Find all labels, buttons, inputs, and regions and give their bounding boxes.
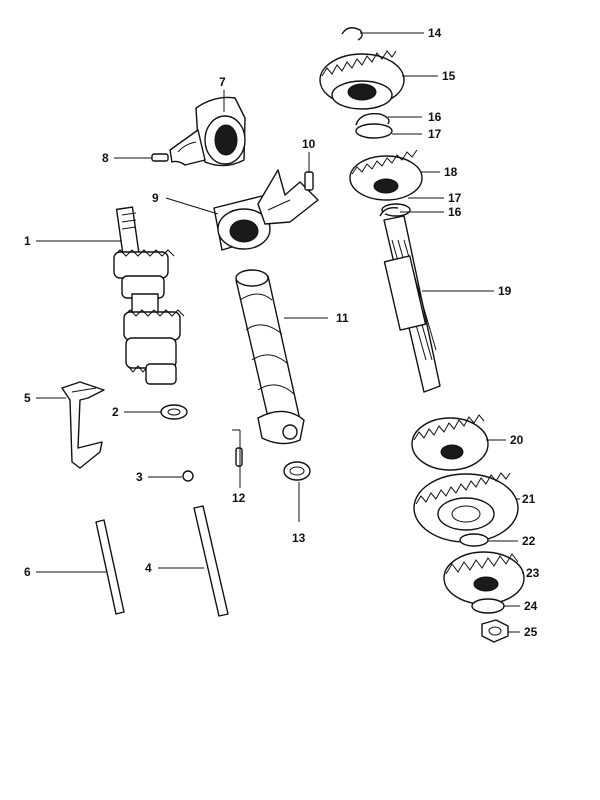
callout-labels: 1 2 3 4 5 6 7 8 9 10 11 12 13 14 15 16 1… xyxy=(24,26,540,639)
part-rod-6 xyxy=(95,519,125,615)
callout-1: 1 xyxy=(24,234,31,248)
part-rod-4 xyxy=(193,505,229,617)
callout-14: 14 xyxy=(428,26,442,40)
callout-6: 6 xyxy=(24,565,31,579)
part-circlip-14 xyxy=(341,27,363,41)
callout-21: 21 xyxy=(522,492,536,506)
callout-24: 24 xyxy=(524,599,538,613)
callout-22: 22 xyxy=(522,534,536,548)
part-gear-21 xyxy=(413,472,519,543)
part-clip-16-bottom xyxy=(379,206,399,217)
callout-25: 25 xyxy=(524,625,538,639)
part-shift-fork-7 xyxy=(169,96,246,167)
part-pin-12 xyxy=(235,447,243,467)
part-gear-shaft-1 xyxy=(113,206,185,385)
part-ring-22 xyxy=(459,533,489,547)
callout-23: 23 xyxy=(526,566,540,580)
part-pin-8 xyxy=(151,153,169,162)
callout-10: 10 xyxy=(302,137,316,151)
part-washer-13 xyxy=(283,461,311,481)
part-gear-18 xyxy=(349,149,423,201)
callout-20: 20 xyxy=(510,433,524,447)
callout-19: 19 xyxy=(498,284,512,298)
callout-15: 15 xyxy=(442,69,456,83)
part-shift-fork-9 xyxy=(213,169,319,251)
callout-12: 12 xyxy=(232,491,246,505)
part-clip-16-top xyxy=(355,113,390,126)
part-gear-15 xyxy=(319,50,405,110)
part-shift-drum-11 xyxy=(235,269,305,445)
callout-16b: 16 xyxy=(448,205,462,219)
part-washer-24 xyxy=(471,598,505,614)
part-washer-17-top xyxy=(355,123,393,139)
part-gear-20 xyxy=(411,414,489,471)
part-pin-10 xyxy=(304,171,314,191)
callout-17: 17 xyxy=(428,127,442,141)
part-sprocket-23 xyxy=(443,551,525,605)
part-ball-3 xyxy=(182,470,194,482)
part-nut-25 xyxy=(481,619,509,643)
callout-4: 4 xyxy=(145,561,152,575)
part-shaft-19 xyxy=(383,215,441,393)
part-shift-fork-5 xyxy=(61,381,105,469)
callout-7: 7 xyxy=(219,75,226,89)
callout-16: 16 xyxy=(428,110,442,124)
callout-2: 2 xyxy=(112,405,119,419)
callout-17b: 17 xyxy=(448,191,462,205)
callout-18: 18 xyxy=(444,165,458,179)
leader-lines xyxy=(36,32,524,633)
part-washer-2 xyxy=(160,404,188,420)
callout-9: 9 xyxy=(152,191,159,205)
part-washer-17-bottom xyxy=(381,203,411,217)
callout-3: 3 xyxy=(136,470,143,484)
callout-8: 8 xyxy=(102,151,109,165)
callout-11: 11 xyxy=(336,311,349,325)
callout-13: 13 xyxy=(292,531,306,545)
callout-5: 5 xyxy=(24,391,31,405)
